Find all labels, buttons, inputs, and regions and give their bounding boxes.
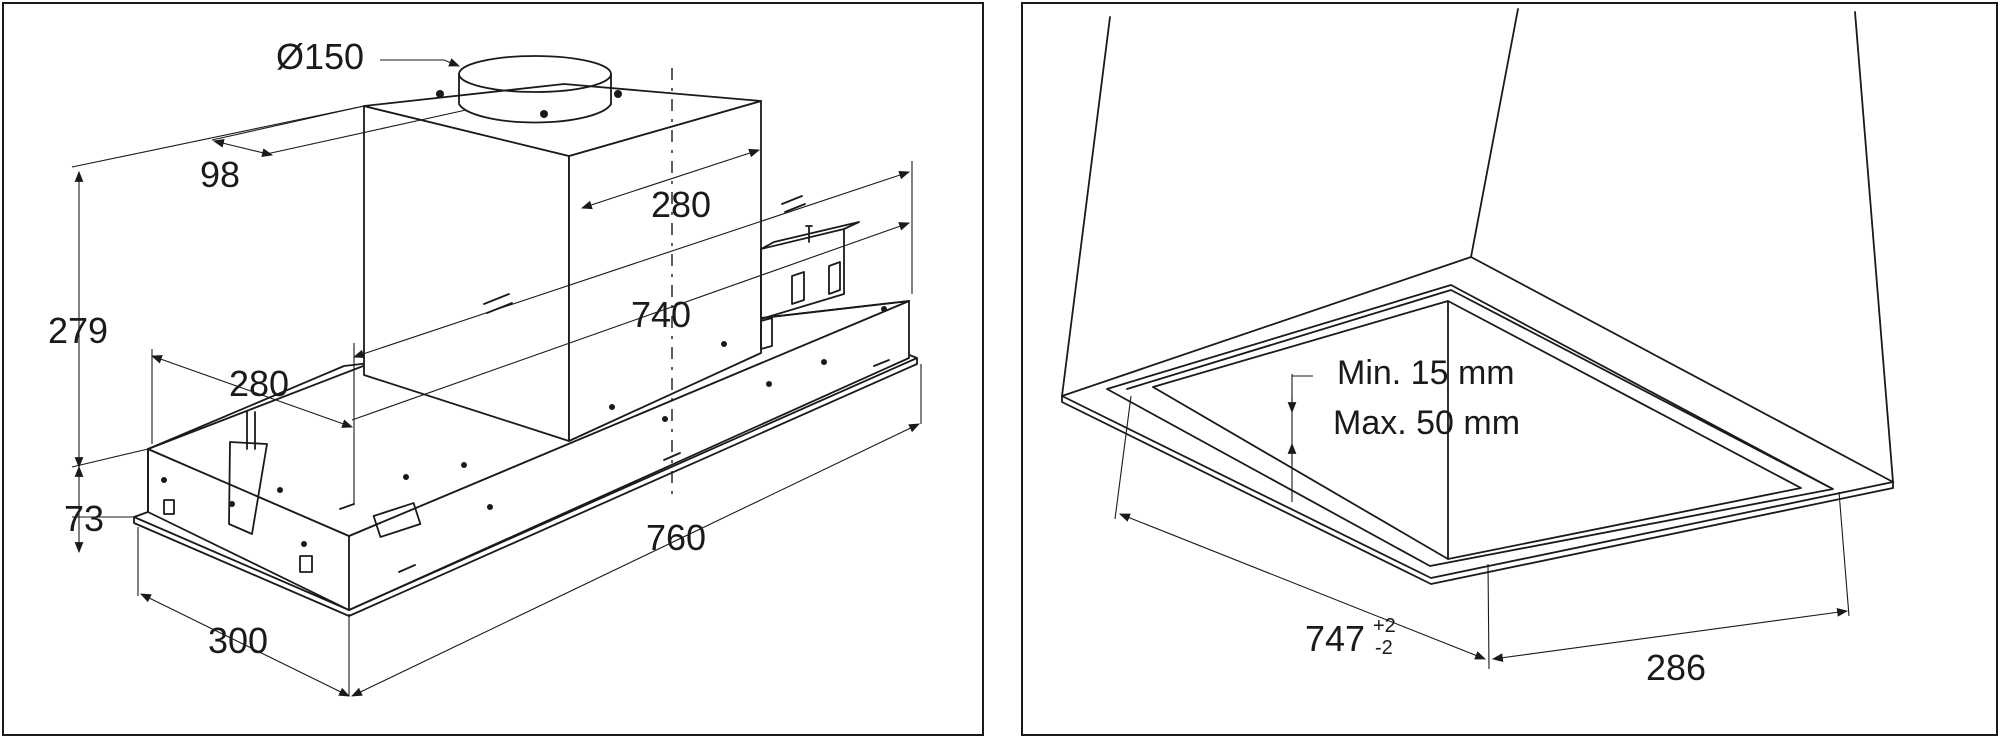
dim-chimney-width: 740 [631,294,692,335]
cutout-dimension-lines [1114,374,1850,670]
cutout-drawing [1061,8,1894,670]
dim-chimney-depth: 280 [651,184,712,225]
cutout-dimension-panel: Min. 15 mm Max. 50 mm 747 +2 -2 286 [1021,2,1998,736]
duct-collar [436,55,622,124]
thickness-max-label: Max. 50 mm [1333,404,1521,442]
dim-cutout-width: 747 [1305,618,1366,659]
dim-cutout-depth: 286 [1646,647,1707,688]
dim-box-depth: 280 [229,363,290,404]
dimension-lines [71,58,922,697]
thickness-min-label: Min. 15 mm [1337,354,1515,392]
dim-total-height: 279 [48,310,109,351]
cabinet-outline [1061,8,1894,585]
tolerance-minus: -2 [1375,637,1393,659]
dim-duct-offset: 98 [200,154,241,195]
dim-frame-width: 760 [646,517,707,558]
hood-drawing [71,55,922,697]
dim-duct-diameter: Ø150 [276,36,365,77]
hood-dimension-panel: Ø150 98 280 740 279 280 73 760 300 [2,2,984,736]
dim-body-height: 73 [64,498,105,539]
tolerance-plus: +2 [1373,615,1396,637]
dim-frame-depth: 300 [208,620,269,661]
